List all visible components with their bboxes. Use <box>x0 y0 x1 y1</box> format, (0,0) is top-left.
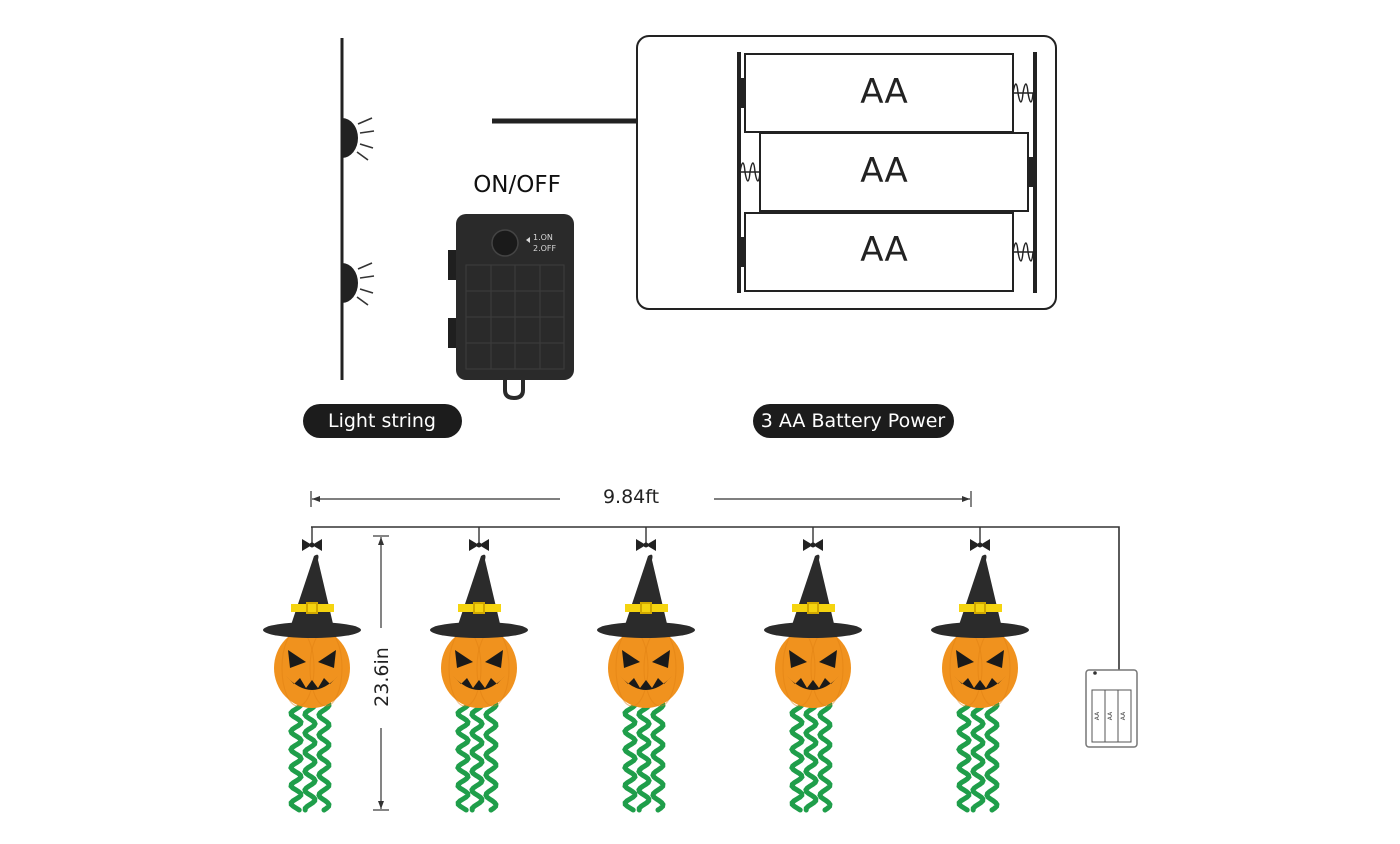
pumpkin-face-icon <box>954 650 1006 690</box>
pumpkin-light <box>931 527 1029 813</box>
witch-hat-icon <box>263 554 361 638</box>
bulb-upper <box>342 118 358 158</box>
height-label: 23.6in <box>371 647 393 707</box>
pumpkin-face-icon <box>286 650 338 690</box>
streamers <box>288 697 332 813</box>
terminal-1 <box>740 78 745 108</box>
battery-power-pill: 3 AA Battery Power <box>753 404 954 438</box>
pumpkin-body <box>274 628 350 708</box>
length-dimension: 9.84ft <box>310 486 972 508</box>
battery-box: 1.ON 2.OFF <box>448 214 574 401</box>
terminal-3 <box>740 237 745 267</box>
mini-battery-cell-3: AA <box>1120 711 1127 720</box>
power-switch-button[interactable] <box>491 229 519 257</box>
witch-hat-icon <box>931 554 1029 638</box>
pumpkin-body <box>441 628 517 708</box>
light-string-pill: Light string <box>303 404 462 438</box>
mini-battery-switch <box>1093 671 1097 675</box>
bow-icon <box>302 539 322 551</box>
switch-arrow-icon <box>526 237 530 243</box>
pumpkin-light <box>263 527 361 813</box>
pumpkin-body <box>775 628 851 708</box>
battery-box-grid <box>465 264 565 370</box>
glow-rays-lower <box>356 262 375 306</box>
mini-battery-box: AA AA AA <box>1085 669 1138 748</box>
spring-1 <box>1012 83 1034 103</box>
bow-icon <box>970 539 990 551</box>
battery-cell-1-label: AA <box>860 72 907 112</box>
mini-battery-inner <box>1091 689 1132 743</box>
bulb-lower <box>342 263 358 303</box>
streamers <box>455 697 499 813</box>
light-string-label: Light string <box>328 410 436 432</box>
battery-power-pill-bg <box>753 404 954 438</box>
switch-label-on: 1.ON <box>533 233 553 242</box>
on-off-label: ON/OFF <box>473 172 561 198</box>
pumpkin-light <box>597 527 695 813</box>
pumpkin-light <box>430 527 528 813</box>
glow-rays-upper <box>356 117 375 161</box>
witch-hat-icon <box>764 554 862 638</box>
pumpkin-body <box>608 628 684 708</box>
light-string-pill-bg <box>303 404 462 438</box>
spring-2 <box>739 162 761 182</box>
battery-cell-2 <box>759 132 1029 212</box>
streamers <box>956 697 1000 813</box>
pumpkin-face-icon <box>453 650 505 690</box>
pumpkin-body <box>942 628 1018 708</box>
mini-battery-cell-1: AA <box>1094 711 1101 720</box>
switch-label-off: 2.OFF <box>533 244 557 253</box>
battery-box-loop <box>503 378 525 401</box>
witch-hat-icon <box>430 554 528 638</box>
pumpkin-lights <box>263 527 1029 813</box>
pumpkin-face-icon <box>787 650 839 690</box>
height-dimension: 23.6in <box>371 535 393 811</box>
main-wire <box>311 526 1120 670</box>
bow-icon <box>636 539 656 551</box>
battery-compartment: AA AA AA <box>636 35 1057 310</box>
witch-hat-icon <box>597 554 695 638</box>
streamers <box>622 697 666 813</box>
light-string-detail <box>340 38 375 380</box>
pumpkin-face-icon <box>620 650 672 690</box>
terminal-2 <box>1028 157 1033 187</box>
bow-icon <box>469 539 489 551</box>
mini-battery-frame <box>1085 669 1138 748</box>
pumpkin-light <box>764 527 862 813</box>
streamers <box>789 697 833 813</box>
mini-battery-cell-2: AA <box>1107 711 1114 720</box>
battery-cell-2-label: AA <box>860 151 907 191</box>
spring-3 <box>1012 242 1034 262</box>
length-label: 9.84ft <box>603 486 659 508</box>
battery-cell-3-label: AA <box>860 230 907 270</box>
bow-icon <box>803 539 823 551</box>
battery-power-label: 3 AA Battery Power <box>761 410 946 432</box>
